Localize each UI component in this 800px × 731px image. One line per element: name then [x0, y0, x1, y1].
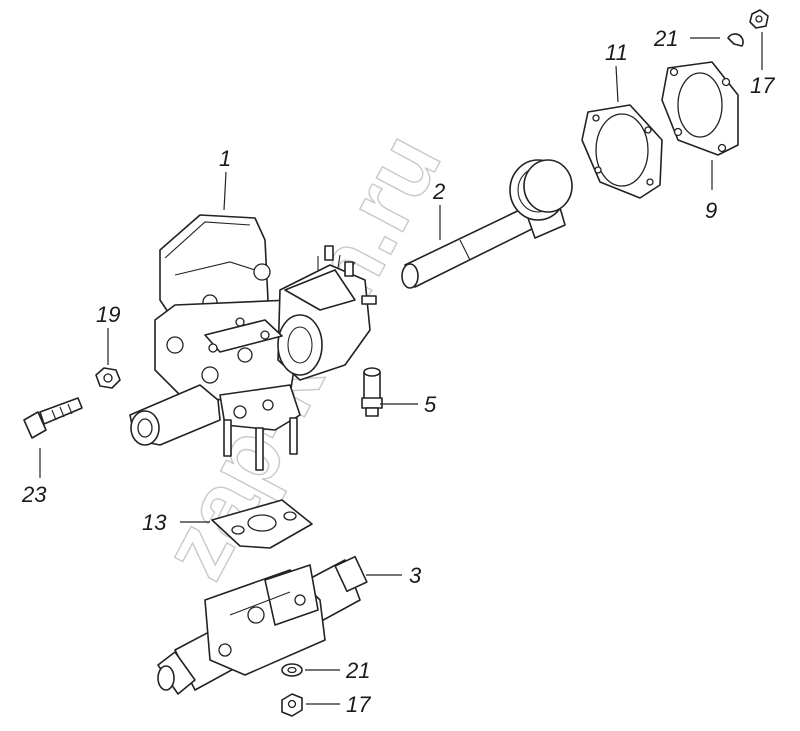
- part-17-nut-upper: [749, 9, 769, 29]
- callout-3: 3: [409, 563, 422, 588]
- callout-1: 1: [219, 146, 231, 171]
- callout-11: 11: [605, 40, 628, 65]
- part-21-washer-lower: [281, 663, 303, 677]
- part-21-washer-upper: [727, 33, 744, 47]
- callout-13: 13: [142, 510, 167, 535]
- leader-lines: [39, 32, 763, 705]
- part-3-lower-valve: [157, 555, 368, 695]
- part-9-cover: [661, 61, 739, 156]
- part-19-nut: [95, 367, 121, 389]
- callout-23: 23: [21, 482, 47, 507]
- callout-2: 2: [432, 179, 445, 204]
- part-11-gasket: [581, 104, 663, 199]
- callout-21-upper: 21: [653, 26, 678, 51]
- part-13-gasket: [211, 499, 313, 549]
- part-23-bolt: [23, 397, 83, 439]
- callout-17-upper: 17: [750, 73, 775, 98]
- callout-17-lower: 17: [346, 692, 371, 717]
- callout-21-lower: 21: [345, 658, 370, 683]
- part-5-fitting: [361, 367, 383, 417]
- callout-5: 5: [424, 392, 437, 417]
- callout-9: 9: [705, 198, 717, 223]
- callout-labels: 1 2 3 5 9 11 13 17 17 19 21 21 23: [21, 26, 775, 717]
- part-1-valve-housing: [129, 214, 377, 471]
- callout-19: 19: [96, 302, 120, 327]
- part-2-shaft: [401, 159, 573, 289]
- part-17-nut-lower: [281, 693, 303, 717]
